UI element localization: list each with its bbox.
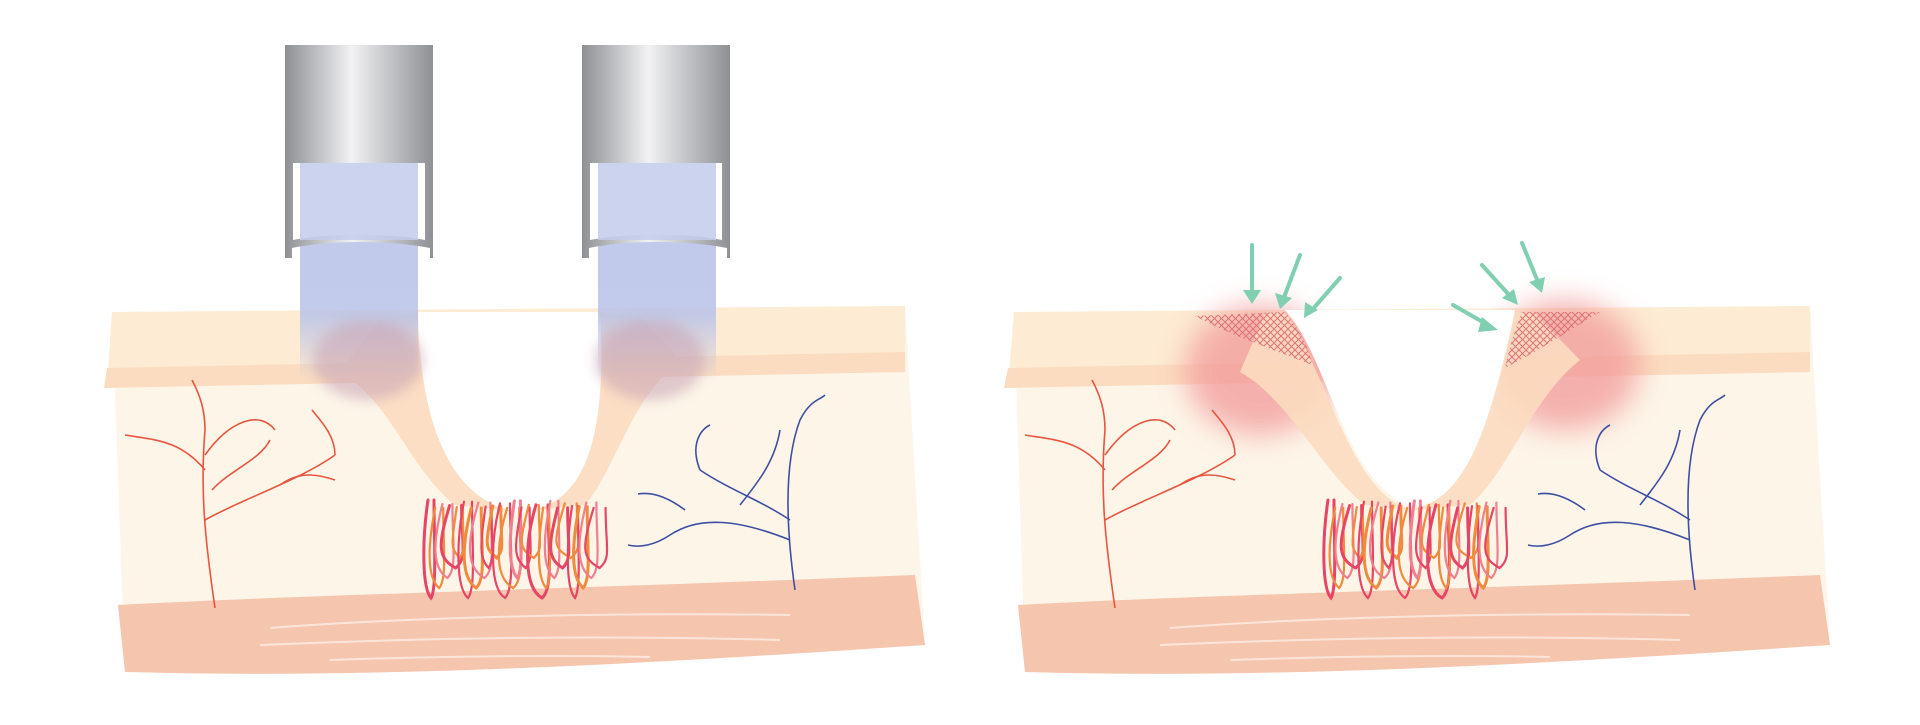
collagen-fiber — [1478, 501, 1499, 580]
folded-skin-right — [1410, 312, 1580, 510]
arrow-icon — [1520, 241, 1545, 293]
collagen-fiber — [428, 506, 446, 590]
collagen-fiber — [543, 499, 561, 580]
arrow-icon — [1275, 253, 1302, 309]
energy-glow-left — [313, 320, 423, 400]
collagen-fiber — [1443, 499, 1461, 580]
vein-network — [1527, 394, 1726, 591]
arrow-icon — [1304, 276, 1342, 318]
collagen-fiber — [457, 500, 475, 600]
contraction-hatch-left — [1195, 312, 1312, 365]
collagen-fiber — [1408, 499, 1423, 581]
panel-after — [1004, 241, 1830, 674]
collagen-fiber — [566, 505, 580, 600]
collagen-fiber — [508, 499, 523, 581]
muscle-fiber-lines — [1159, 613, 1691, 661]
tightening-arrows — [1243, 241, 1545, 332]
collagen-fiber — [1357, 500, 1375, 600]
suction-cavity — [417, 312, 602, 512]
suction-cavity — [1285, 310, 1515, 506]
collagen-fiber — [1484, 506, 1509, 570]
collagen-fiber — [584, 506, 609, 570]
arrow-icon — [1480, 263, 1518, 305]
collagen-fiber — [422, 498, 437, 601]
muscle-layer — [118, 575, 925, 674]
arrow-icon — [1451, 303, 1498, 332]
collagen-fiber — [572, 505, 590, 591]
collagen-fiber — [578, 501, 599, 580]
collagen-fiber — [1322, 498, 1337, 601]
artery-network — [124, 379, 336, 609]
energy-glow-right — [595, 320, 705, 400]
collagen-fiber-bundle — [1322, 498, 1509, 601]
collagen-fiber — [1351, 505, 1365, 560]
suction-probe-left — [285, 45, 433, 258]
collagen-fiber — [451, 505, 465, 560]
collagen-fiber — [1328, 506, 1346, 590]
collagen-fiber — [1380, 505, 1394, 570]
contraction-hatch-right — [1505, 312, 1600, 368]
vein-network — [627, 394, 826, 591]
folded-skin-left — [1240, 312, 1410, 510]
panel-before — [104, 45, 925, 674]
collagen-fiber — [1472, 505, 1490, 591]
collagen-fiber — [480, 505, 494, 570]
muscle-fiber-lines — [259, 613, 791, 661]
muscle-layer — [1018, 575, 1830, 674]
artery-network — [1024, 379, 1236, 609]
collagen-fiber-bundle — [422, 498, 609, 601]
suction-probe-right — [582, 45, 730, 258]
arrow-icon — [1243, 243, 1261, 304]
collagen-fiber — [1466, 505, 1480, 600]
